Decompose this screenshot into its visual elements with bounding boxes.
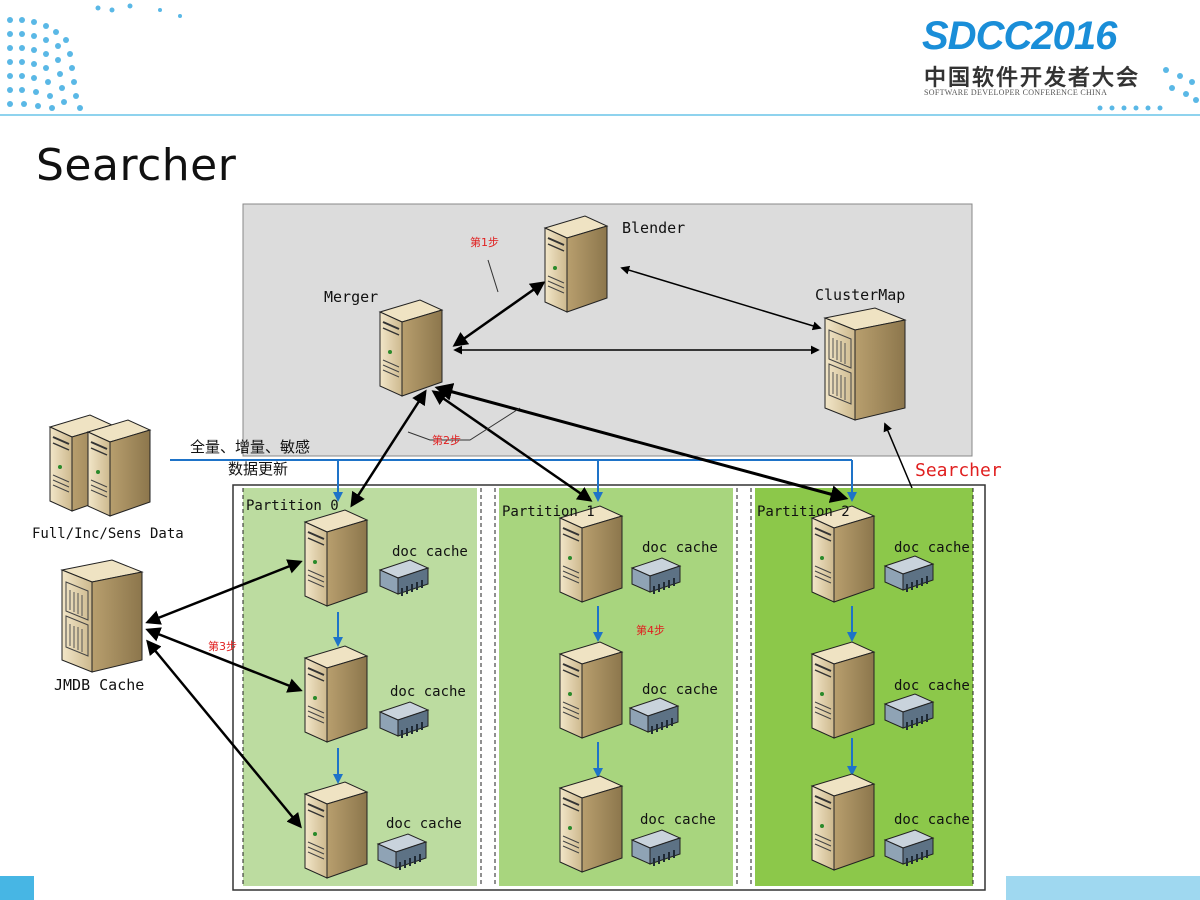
header-dots-right xyxy=(1097,67,1199,111)
step-3-label: 第3步 xyxy=(208,639,237,653)
slide-title: Searcher xyxy=(36,140,237,191)
conference-logo-english: SOFTWARE DEVELOPER CONFERENCE CHINA xyxy=(924,88,1108,97)
footer-bar-right xyxy=(1006,876,1200,900)
merger-label: Merger xyxy=(324,288,378,306)
partition-2-server-icon xyxy=(811,773,875,871)
partition-1-server-icon xyxy=(559,641,623,739)
full-data-server-icon xyxy=(87,419,151,517)
doc-cache-label: doc cache xyxy=(392,544,468,560)
step-2-label: 第2步 xyxy=(432,433,461,447)
partition-0-label: Partition 0 xyxy=(246,498,339,514)
searcher-label: Searcher xyxy=(915,460,1002,481)
header-dots-decoration xyxy=(7,3,182,111)
conference-logo-chinese: 中国软件开发者大会 xyxy=(924,66,1141,91)
doc-cache-label: doc cache xyxy=(894,540,970,556)
doc-cache-label: doc cache xyxy=(894,678,970,694)
blender-server-icon xyxy=(544,215,608,313)
clustermap-label: ClusterMap xyxy=(815,286,905,304)
update-label-line2: 数据更新 xyxy=(228,460,288,478)
partition-1-label: Partition 1 xyxy=(502,504,595,520)
partition-1-server-icon xyxy=(559,775,623,873)
partition-0-server-icon xyxy=(304,645,368,743)
step-annotation-lines xyxy=(407,259,521,441)
dot-pattern xyxy=(7,3,182,111)
step-4-label: 第4步 xyxy=(636,623,665,637)
partition-0-server-icon xyxy=(304,509,368,607)
update-label-line1: 全量、增量、敏感 xyxy=(190,438,310,456)
footer-bar-left xyxy=(0,876,34,900)
doc-cache-label: doc cache xyxy=(894,812,970,828)
doc-cache-label: doc cache xyxy=(640,812,716,828)
connection-arrows xyxy=(145,265,913,829)
merger-server-icon xyxy=(379,299,443,397)
blender-label: Blender xyxy=(622,219,685,237)
jmdb-cache-label: JMDB Cache xyxy=(54,676,144,694)
clustermap-rack-icon xyxy=(824,307,906,421)
partition-2-server-icon xyxy=(811,641,875,739)
replication-arrows xyxy=(333,606,857,784)
doc-cache-label: doc cache xyxy=(642,682,718,698)
partition-2-label: Partition 2 xyxy=(757,504,850,520)
doc-cache-label: doc cache xyxy=(642,540,718,556)
partition-1-server-icon xyxy=(559,505,623,603)
doc-cache-label: doc cache xyxy=(390,684,466,700)
partition-2-server-icon xyxy=(811,505,875,603)
full-data-label: Full/Inc/Sens Data xyxy=(32,526,184,542)
partition-0-server-icon xyxy=(304,781,368,879)
conference-logo: SDCC2016 xyxy=(922,14,1117,58)
doc-cache-label: doc cache xyxy=(386,816,462,832)
step-1-label: 第1步 xyxy=(470,235,499,249)
jmdb-cache-rack-icon xyxy=(61,559,143,673)
header-divider xyxy=(0,114,1200,116)
